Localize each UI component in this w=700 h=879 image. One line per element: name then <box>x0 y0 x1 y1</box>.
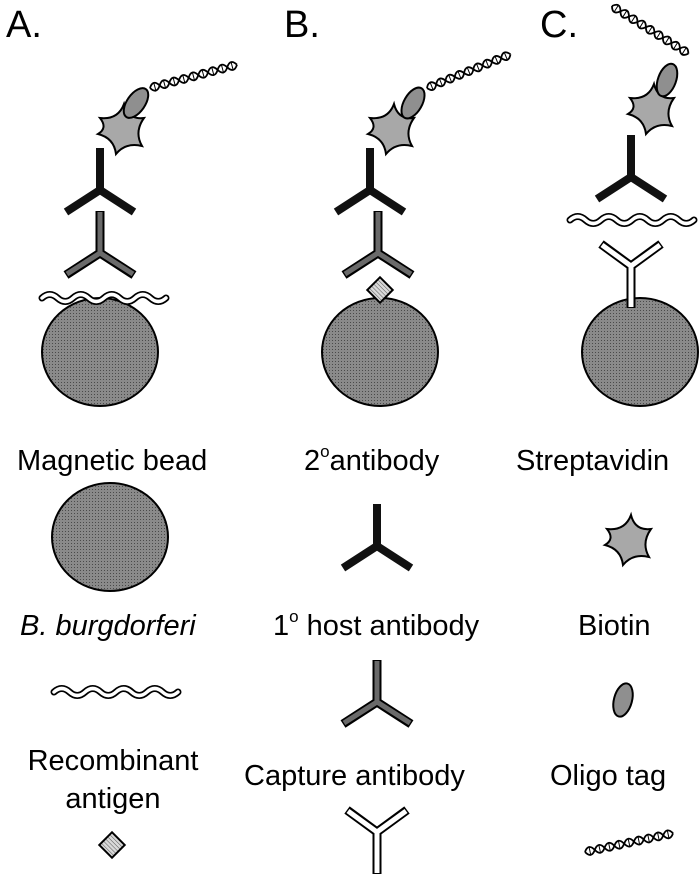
legend-secondary-antibody-icon <box>343 504 411 568</box>
magnetic-bead-icon <box>321 297 439 407</box>
label-recombinant-antigen-line2: antigen <box>65 783 161 815</box>
legend-host-antibody-icon <box>343 660 411 724</box>
legend-recombinant-antigen-icon <box>98 831 126 859</box>
host-antibody-icon <box>597 135 665 199</box>
label-oligo-tag: Oligo tag <box>550 760 667 792</box>
legend-magnetic-bead-icon <box>51 482 169 592</box>
label-b-burgdorferi: B. burgdorferi <box>20 610 196 642</box>
magnetic-bead-icon <box>581 297 699 407</box>
panel-label-c: C. <box>540 4 578 46</box>
label-biotin: Biotin <box>578 610 651 642</box>
legend-capture-antibody-icon <box>347 810 407 874</box>
label-primary-host-antibody: 1o host antibody <box>273 607 480 643</box>
panel-b-assembly <box>321 49 513 407</box>
oligo-tag-icon <box>424 49 513 93</box>
host-antibody-icon <box>344 211 412 275</box>
label-streptavidin: Streptavidin <box>516 445 670 477</box>
primary-host-antibody-prefix: 1 <box>273 610 290 642</box>
label-magnetic-bead: Magnetic bead <box>17 445 208 477</box>
primary-host-antibody-degree: o <box>289 607 299 627</box>
legend-oligo-tag-icon <box>583 828 675 857</box>
host-antibody-icon <box>66 211 134 275</box>
oligo-tag-icon <box>148 59 239 93</box>
panel-a-assembly <box>41 59 239 407</box>
primary-host-antibody-text: host antibody <box>298 610 480 642</box>
panel-label-b: B. <box>284 4 320 46</box>
panel-label-a: A. <box>6 4 42 46</box>
legend-streptavidin-icon <box>604 514 652 566</box>
secondary-antibody-prefix: 2 <box>304 445 321 477</box>
label-secondary-antibody: 2oantibody <box>304 442 440 478</box>
legend-antigen-strand-icon <box>54 689 178 696</box>
panel-c-assembly <box>570 1 699 407</box>
secondary-antibody-icon <box>336 148 404 212</box>
secondary-antibody-degree: o <box>320 442 330 462</box>
legend-biotin-icon <box>608 680 638 720</box>
magnetic-bead-icon <box>41 297 159 407</box>
antigen-strand-icon <box>42 295 166 302</box>
secondary-antibody-text: antibody <box>329 445 440 477</box>
label-capture-antibody: Capture antibody <box>244 760 465 792</box>
label-recombinant-antigen-line1: Recombinant <box>27 745 199 777</box>
secondary-antibody-icon <box>66 148 134 212</box>
oligo-tag-icon <box>608 1 692 58</box>
antigen-strand-icon <box>570 217 694 224</box>
